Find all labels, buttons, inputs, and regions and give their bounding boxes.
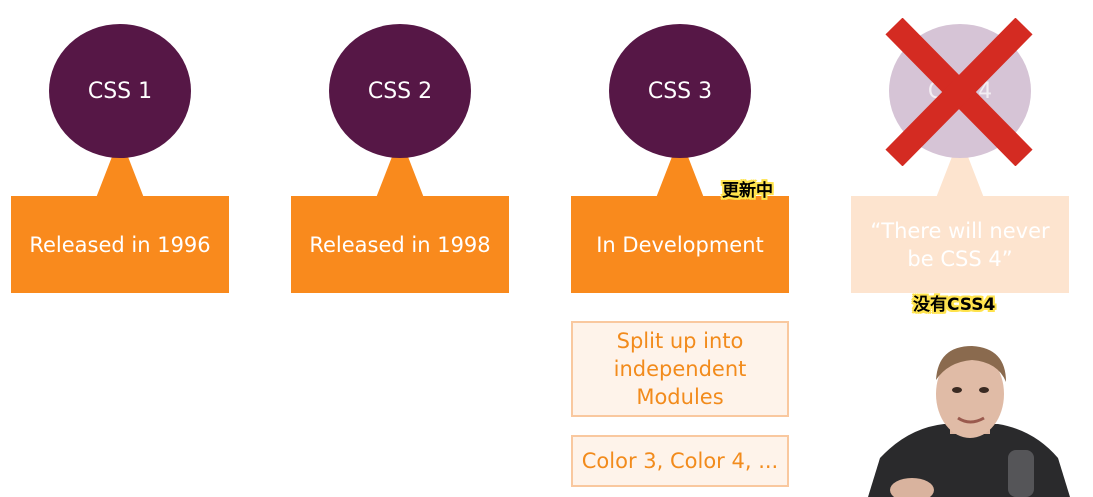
version-description: In Development: [571, 196, 789, 293]
presenter-figure: [868, 346, 1070, 497]
version-css2: CSS 2 Released in 1998: [291, 0, 509, 497]
version-css3: CSS 3 In Development Split up into indep…: [571, 0, 789, 497]
css3-note-colors: Color 3, Color 4, ...: [571, 435, 789, 487]
version-description: Released in 1998: [291, 196, 509, 293]
version-description: “There will never be CSS 4”: [851, 196, 1069, 293]
version-css1: CSS 1 Released in 1996: [11, 0, 229, 497]
caption-no-css4: 没有CSS4: [913, 295, 996, 315]
version-circle: CSS 1: [49, 24, 191, 158]
version-circle: CSS 3: [609, 24, 751, 158]
caption-updating: 更新中: [722, 181, 773, 201]
cross-mark-icon: [885, 18, 1033, 166]
version-circle: CSS 2: [329, 24, 471, 158]
version-description: Released in 1996: [11, 196, 229, 293]
presenter-video: [868, 340, 1070, 497]
css3-note-modules: Split up into independent Modules: [571, 321, 789, 417]
